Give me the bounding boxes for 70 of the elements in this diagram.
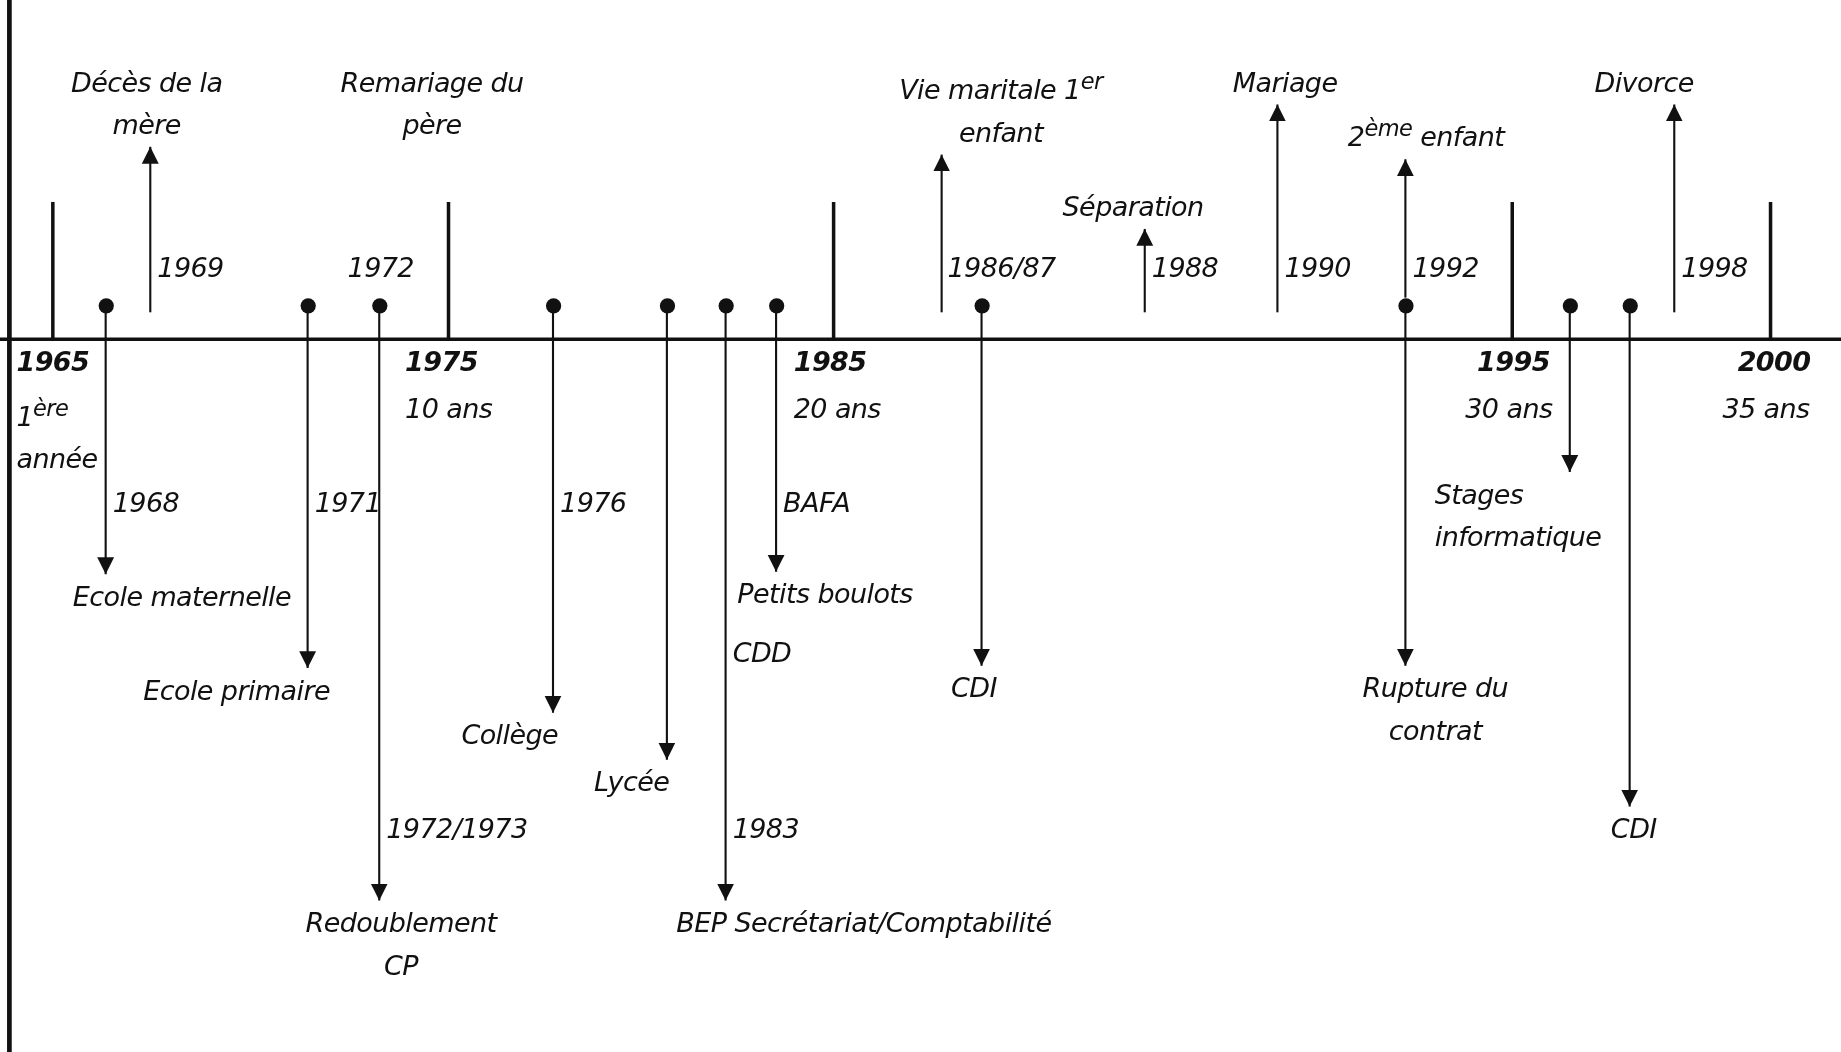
timeline-dot <box>371 297 387 313</box>
event-label: CDI <box>1610 807 1676 851</box>
year-label: 1983 <box>732 812 800 847</box>
year-label: 1965 <box>16 345 90 379</box>
timeline-dot <box>1622 297 1638 313</box>
year-label: 1975 <box>405 345 478 379</box>
year-label: 1969 <box>157 251 224 285</box>
year-label: 1988 <box>1151 251 1219 285</box>
event-label: BAFA <box>783 486 851 520</box>
age-label: 1$^{ère}$ année <box>16 393 99 476</box>
age-label: 30 ans <box>1465 392 1553 426</box>
arrow <box>658 312 676 760</box>
event-label: Vie maritale 1$^{er}$ enfant <box>892 61 1110 154</box>
arrow <box>1136 228 1154 313</box>
arrow <box>370 312 388 901</box>
year-label: 1972/1973 <box>386 812 528 847</box>
event-label: Collège <box>461 713 585 757</box>
arrow <box>1396 159 1414 298</box>
age-label: 20 ans <box>793 392 881 426</box>
year-label: 1971 <box>314 486 382 520</box>
event-label: Lycée <box>594 760 688 804</box>
timeline-dot <box>973 297 990 313</box>
arrow <box>1665 104 1683 313</box>
year-label: 1976 <box>560 486 627 520</box>
timeline-dot <box>659 297 675 313</box>
year-label: 1992 <box>1412 251 1479 285</box>
event-label: Mariage <box>1232 61 1362 104</box>
event-label: Remariage du père <box>339 65 525 142</box>
arrow <box>1561 312 1579 472</box>
year-label: 2000 <box>1737 345 1811 379</box>
event-label: Redoublement CP <box>286 901 516 987</box>
event-label: 2$^{ème}$ enfant <box>1347 108 1524 159</box>
event-label: CDD <box>732 636 792 671</box>
arrow <box>973 312 990 666</box>
arrow <box>1268 104 1286 313</box>
arrow <box>933 154 951 313</box>
timeline-dot <box>545 297 561 313</box>
arrow <box>767 312 785 572</box>
timeline-dot <box>768 297 784 313</box>
arrow <box>1621 312 1639 807</box>
event-label: Ecole primaire <box>143 669 367 712</box>
event-label: Séparation <box>1062 185 1227 228</box>
event-label: Stages informatique <box>1434 473 1623 558</box>
age-label: 10 ans <box>405 392 493 426</box>
event-label: Petits boulots <box>737 572 955 616</box>
arrow <box>1396 312 1414 666</box>
timeline-dot <box>717 297 734 313</box>
event-label: Décès de la mère <box>58 61 235 146</box>
timeline-dot <box>1562 297 1578 313</box>
timeline-dot <box>300 297 316 313</box>
year-label: 1986/87 <box>947 251 1056 285</box>
timeline-dot <box>98 297 114 313</box>
year-label: 1995 <box>1477 345 1550 379</box>
age-label: 35 ans <box>1722 392 1810 426</box>
year-label: 1990 <box>1284 251 1351 285</box>
arrow <box>299 312 317 669</box>
year-label: 1972 <box>347 251 414 285</box>
arrow <box>717 312 735 901</box>
year-label: 1998 <box>1681 251 1748 285</box>
event-label: Divorce <box>1594 61 1718 104</box>
arrow <box>141 146 159 313</box>
event-label: Rupture du contrat <box>1338 666 1533 752</box>
event-label: Ecole maternelle <box>72 575 332 618</box>
arrow <box>97 312 115 575</box>
arrow <box>544 312 562 713</box>
timeline-dot <box>1397 297 1414 313</box>
year-label: 1968 <box>112 486 180 520</box>
year-label: 1985 <box>793 345 867 379</box>
event-label: BEP Secrétariat/Comptabilité <box>676 901 1064 944</box>
event-label: CDI <box>951 666 1022 710</box>
